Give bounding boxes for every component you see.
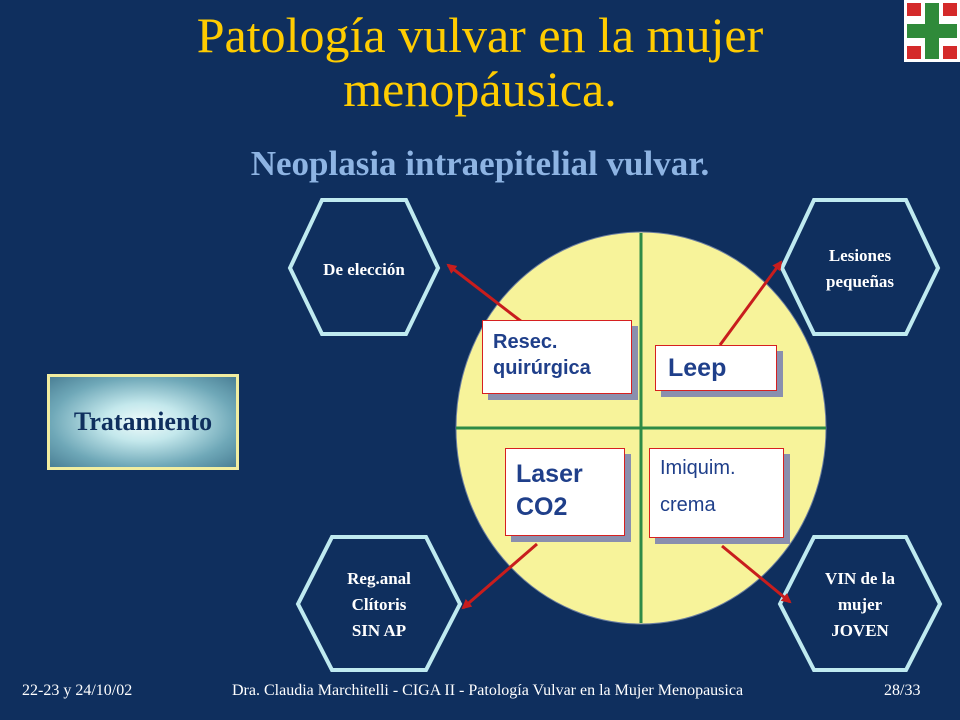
hexagon-top-right <box>779 198 941 336</box>
hexagon-label-bottom-left: Reg.anal Clítoris SIN AP <box>347 569 411 640</box>
tratamiento-box: Tratamiento <box>47 374 239 470</box>
footer-author-info: Dra. Claudia Marchitelli - CIGA II - Pat… <box>232 682 744 699</box>
hexagon-label-bottom-right: VIN de la mujer JOVEN <box>825 569 895 640</box>
treatment-box-leep: Leep <box>655 345 777 391</box>
arrow-imiquim-to-vin <box>721 544 792 604</box>
treatment-box-imiquim-crema: Imiquim. crema <box>649 448 784 538</box>
flag-logo-icon <box>904 0 960 62</box>
arrow-resec-to-eleccion <box>446 263 523 324</box>
treatment-box-resec-quirurgica: Resec. quirúrgica <box>482 320 632 394</box>
footer-date: 22-23 y 24/10/02 <box>22 682 133 699</box>
hexagon-label-top-left: De elección <box>323 260 405 279</box>
slide-title-line1: Patología vulvar en la mujer <box>196 7 764 63</box>
hexagon-label-top-right: Lesiones pequeñas <box>825 246 895 291</box>
treatment-box-laser-co2: Laser CO2 <box>505 448 625 536</box>
hexagon-bottom-right <box>777 535 943 672</box>
arrow-leep-to-lesiones <box>718 260 783 346</box>
hexagon-top-left <box>287 198 441 336</box>
tratamiento-label: Tratamiento <box>73 407 213 436</box>
hexagon-bottom-left <box>295 535 463 672</box>
footer-page-number: 28/33 <box>884 682 921 699</box>
slide-title-line2: menopáusica. <box>343 61 617 117</box>
arrow-laser-to-reganal <box>461 542 538 610</box>
slide-subtitle: Neoplasia intraepitelial vulvar. <box>250 144 710 183</box>
